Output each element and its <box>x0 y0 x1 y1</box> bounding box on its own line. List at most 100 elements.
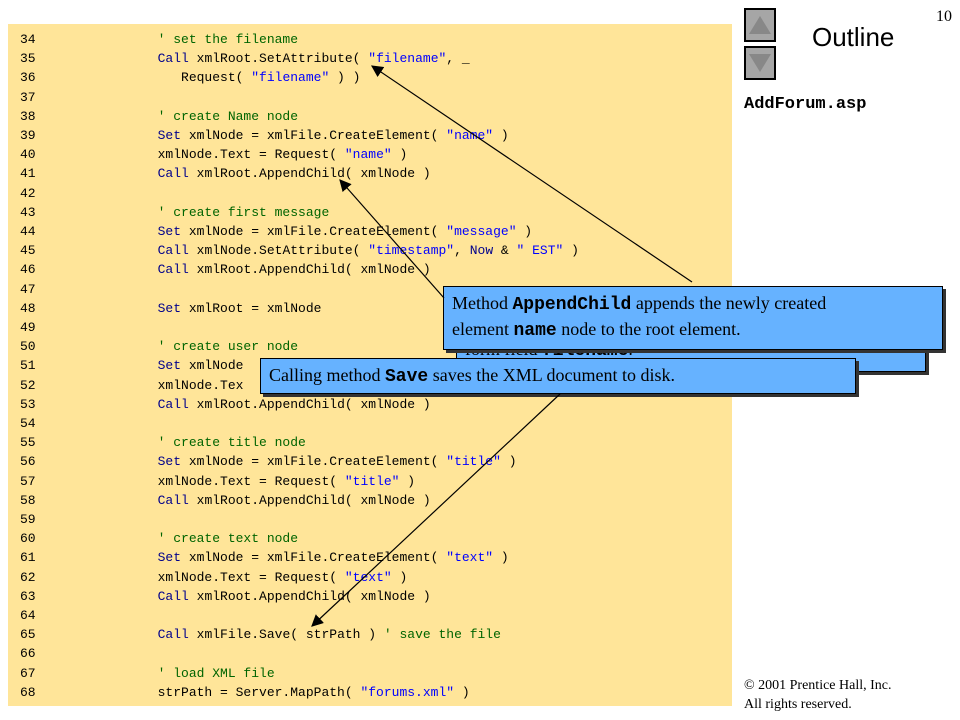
code-token: xmlNode <box>181 358 244 374</box>
line-number: 42 <box>20 185 36 201</box>
line-number: 44 <box>20 224 36 239</box>
code-line: 43 ' create first message <box>8 203 732 222</box>
code-line: 57 xmlNode.Text = Request( "title" ) <box>8 472 732 491</box>
code-line: 42 <box>8 184 732 203</box>
code-token <box>64 166 158 181</box>
code-token: ) ) <box>329 70 361 86</box>
callout-appendchild: Method AppendChild appends the newly cre… <box>443 286 943 350</box>
code-token <box>64 550 158 565</box>
code-token: Set <box>157 300 182 316</box>
code-token: "title" <box>446 454 501 470</box>
line-number: 59 <box>20 512 36 527</box>
code-token: , _ <box>446 51 470 67</box>
code-token: xmlNode = xmlFile.CreateElement( <box>181 550 447 566</box>
code-token: ' create Name node <box>64 108 299 124</box>
code-line: 54 <box>8 414 732 433</box>
code-token <box>64 301 158 316</box>
code-text: strPath = Server.MapPath( "forums.xml" ) <box>64 683 470 702</box>
line-number: 58 <box>20 492 36 508</box>
code-line: 45 Call xmlNode.SetAttribute( "timestamp… <box>8 241 732 260</box>
code-text: xmlNode.Tex <box>64 376 244 395</box>
nav-up-button[interactable] <box>744 8 776 42</box>
callout-save: Calling method Save saves the XML docume… <box>260 358 856 394</box>
code-token: ' set the filename <box>64 32 299 47</box>
code-token: ' create first message <box>64 204 330 220</box>
line-number: 46 <box>20 262 36 278</box>
code-token: Set <box>157 454 182 470</box>
line-number: 39 <box>20 128 36 143</box>
code-token <box>64 262 158 277</box>
code-token <box>64 224 158 239</box>
line-number: 40 <box>20 147 36 163</box>
code-line: 52 xmlNode.Tex <box>8 376 732 395</box>
code-token: ) <box>516 224 533 239</box>
code-token <box>64 51 158 66</box>
code-line: 36 Request( "filename" ) ) <box>8 68 732 87</box>
code-text: ' create Name node <box>64 107 298 126</box>
line-number: 36 <box>20 70 36 86</box>
code-line: 38 ' create Name node <box>8 107 732 126</box>
code-token: Call <box>157 396 189 412</box>
code-line: 35 Call xmlRoot.SetAttribute( "filename"… <box>8 49 732 68</box>
code-text: ' load XML file <box>64 664 275 683</box>
code-line: 55 ' create title node <box>8 433 732 452</box>
code-line: 49 <box>8 318 732 337</box>
code-token <box>64 397 158 412</box>
code-token: xmlRoot.SetAttribute( <box>188 51 369 67</box>
callout-text: element <box>452 319 514 339</box>
code-token: " EST" <box>516 243 564 259</box>
page-number: 10 <box>936 8 952 25</box>
line-number: 56 <box>20 454 36 470</box>
code-text: Call xmlRoot.AppendChild( xmlNode ) <box>64 491 431 510</box>
code-token: Call <box>157 166 189 182</box>
callout-code: Save <box>385 367 429 387</box>
code-text: xmlNode.Text = Request( "name" ) <box>64 145 408 164</box>
callout-text: node to the root element. <box>556 319 741 339</box>
code-line: 63 Call xmlRoot.AppendChild( xmlNode ) <box>8 587 732 606</box>
line-number: 60 <box>20 531 36 547</box>
code-line: 40 xmlNode.Text = Request( "name" ) <box>8 145 732 164</box>
code-line: 34 ' set the filename <box>8 30 732 49</box>
code-text: Set xmlNode = xmlFile.CreateElement( "me… <box>64 222 532 241</box>
code-text: ' create user node <box>64 337 298 356</box>
code-text: Call xmlRoot.AppendChild( xmlNode ) <box>64 587 431 606</box>
line-number: 61 <box>20 550 36 566</box>
code-text: Request( "filename" ) ) <box>64 68 360 87</box>
code-token <box>64 627 158 642</box>
code-token <box>64 358 158 373</box>
code-token: "message" <box>446 224 517 239</box>
line-number: 47 <box>20 281 36 297</box>
code-token: xmlNode.Text = Request( <box>64 147 345 163</box>
code-token: ) <box>500 454 517 470</box>
triangle-down-icon <box>749 54 771 72</box>
code-token: ) <box>493 128 509 143</box>
line-number: 38 <box>20 108 36 124</box>
nav-down-button[interactable] <box>744 46 776 80</box>
line-number: 45 <box>20 243 36 259</box>
code-text: ' set the filename <box>64 30 298 49</box>
line-number: 67 <box>20 665 36 681</box>
code-text: ' create title node <box>64 433 306 452</box>
code-token: xmlNode.Tex <box>64 377 244 393</box>
code-token <box>64 589 158 604</box>
code-line: 62 xmlNode.Text = Request( "text" ) <box>8 568 732 587</box>
callout-code: AppendChild <box>512 295 632 315</box>
code-token: Set <box>157 550 182 566</box>
code-token: xmlFile.Save( strPath ) <box>188 627 384 643</box>
code-line: 67 ' load XML file <box>8 664 732 683</box>
code-token: ) <box>399 473 416 489</box>
code-token: ) <box>563 243 579 259</box>
callout-text: Method <box>452 293 513 313</box>
code-token: ) <box>493 550 509 566</box>
copyright: © 2001 Prentice Hall, Inc. All rights re… <box>744 676 892 714</box>
code-line: 66 <box>8 644 732 663</box>
line-number: 41 <box>20 166 36 182</box>
code-token: Set <box>157 128 182 143</box>
code-text: Set xmlNode = xmlFile.CreateElement( "te… <box>64 548 509 567</box>
code-line: 65 Call xmlFile.Save( strPath ) ' save t… <box>8 625 732 644</box>
code-line: 39 Set xmlNode = xmlFile.CreateElement( … <box>8 126 732 145</box>
line-number: 57 <box>20 473 36 489</box>
code-token: Set <box>157 358 182 374</box>
code-token: Call <box>157 51 189 67</box>
code-line: 50 ' create user node <box>8 337 732 356</box>
